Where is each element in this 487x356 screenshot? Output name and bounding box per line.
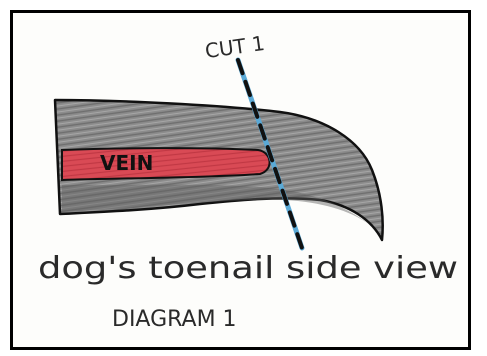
diagram-title: DIAGRAM 1: [112, 307, 237, 332]
caption-text: dog's toenail side view: [38, 251, 458, 286]
cut-label: CUT 1: [203, 31, 266, 63]
vein-shape: [62, 148, 270, 180]
vein-label: VEIN: [100, 151, 153, 175]
